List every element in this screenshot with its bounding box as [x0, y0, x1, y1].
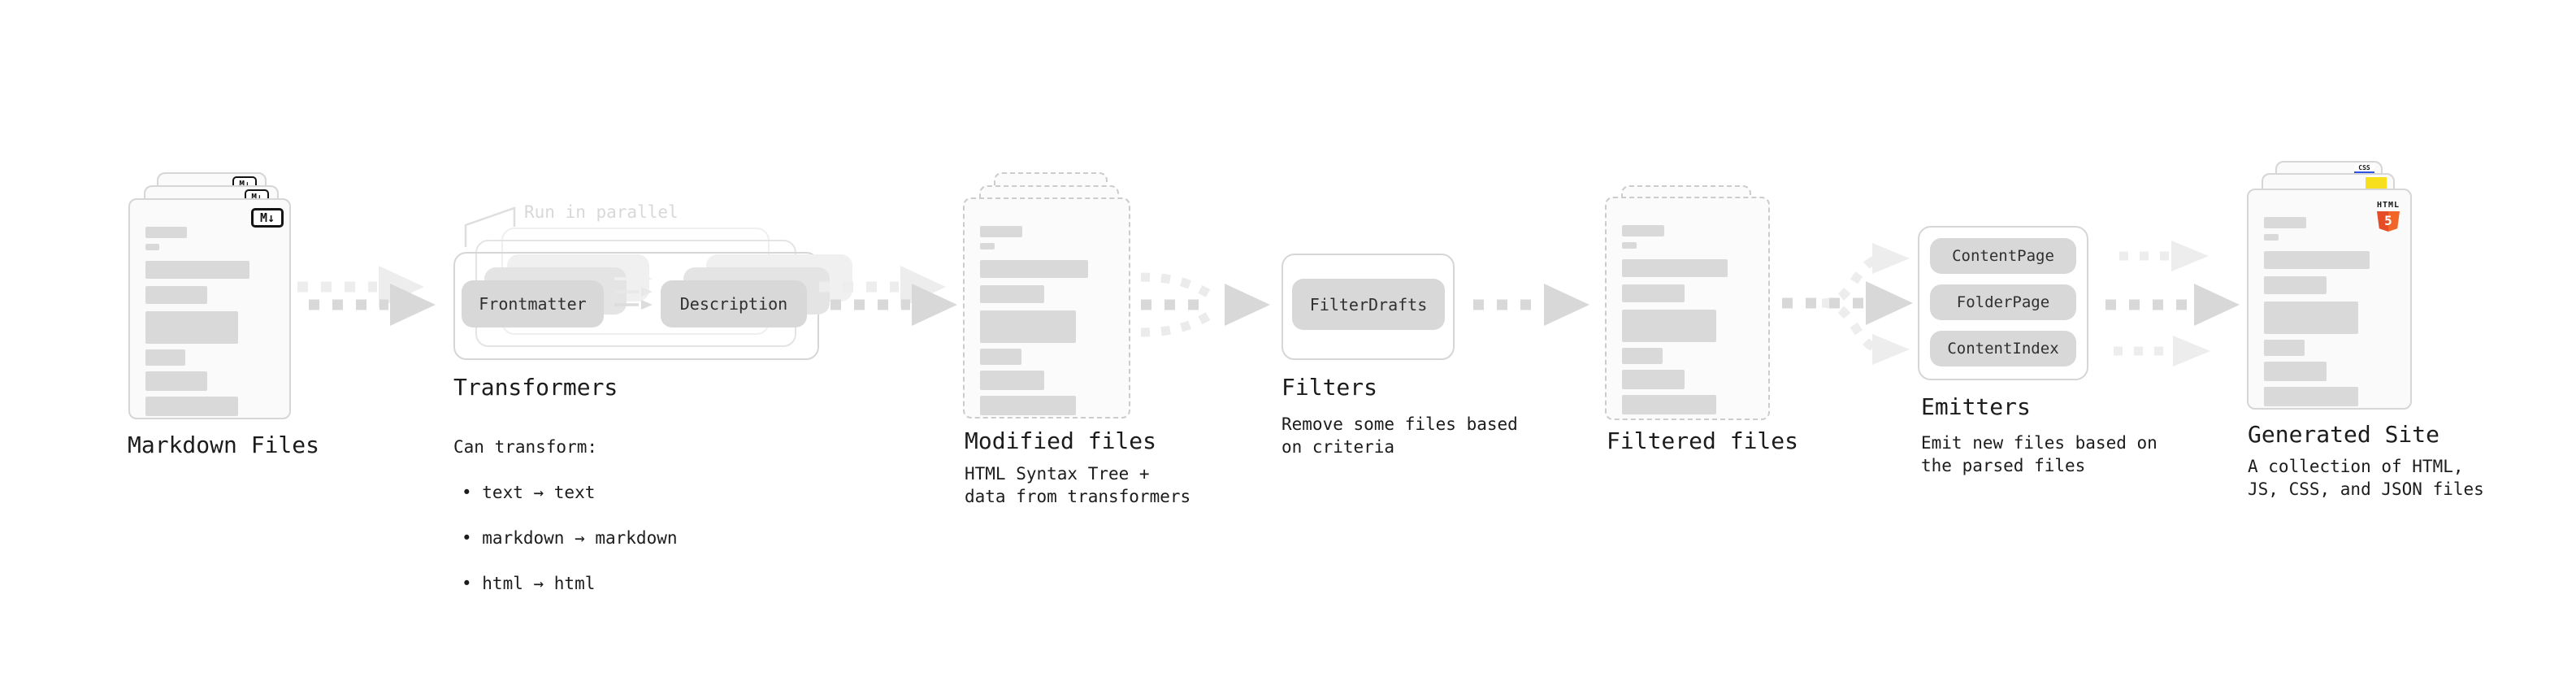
arrow-filters-to-filtered	[1473, 284, 1589, 326]
document-placeholder-lines	[2249, 190, 2410, 406]
emitters-card	[1918, 226, 2088, 380]
document-placeholder-lines	[1607, 198, 1768, 414]
document-card	[1605, 197, 1770, 420]
emitter-step-contentindex: ContentIndex	[1930, 331, 2076, 367]
stage-description: Remove some files based on criteria	[1281, 414, 1518, 457]
arrow-modified-to-filters	[1140, 272, 1270, 337]
parallel-note: Run in parallel	[524, 202, 679, 222]
arrow-markdown-to-transformers	[297, 266, 436, 326]
emitter-step-folderpage: FolderPage	[1930, 284, 2076, 320]
html5-icon-shield: 5	[2377, 211, 2400, 232]
document-card	[963, 197, 1130, 419]
stage-description: HTML Syntax Tree + data from transformer…	[965, 464, 1191, 506]
filter-step-filterdrafts: FilterDrafts	[1292, 279, 1445, 330]
stage-title: Generated Site	[2248, 421, 2440, 448]
js-file-icon	[2366, 177, 2387, 190]
desc-heading: Can transform:	[453, 437, 598, 457]
stage-description: Emit new files based on the parsed files	[1921, 433, 2158, 475]
stage-title: Modified files	[965, 427, 1157, 454]
emitter-step-contentpage: ContentPage	[1930, 238, 2076, 274]
document-card: HTML 5	[2247, 189, 2412, 410]
bullet-item: • text → text	[462, 483, 596, 502]
stage-title: Emitters	[1921, 393, 2031, 420]
arrow-emitters-to-site	[2105, 241, 2240, 367]
bullet-item: • html → html	[462, 574, 596, 593]
html5-icon: HTML 5	[2373, 195, 2404, 232]
markdown-icon: M↓	[251, 208, 284, 228]
arrow-filtered-to-emitters	[1782, 243, 1913, 365]
stage-description: A collection of HTML, JS, CSS, and JSON …	[2248, 457, 2484, 499]
filters-card	[1281, 254, 1455, 360]
stage-title: Transformers	[453, 374, 618, 401]
stage-title: Filtered files	[1607, 427, 1799, 454]
document-card: M↓	[128, 198, 291, 419]
stage-title: Markdown Files	[128, 432, 320, 458]
document-placeholder-lines	[130, 200, 289, 416]
html5-icon-label: HTML	[2376, 201, 2400, 210]
stage-title: Filters	[1281, 374, 1378, 401]
bullet-item: • markdown → markdown	[462, 528, 678, 548]
transformer-step-description: Description	[661, 280, 807, 327]
transformer-step-frontmatter: Frontmatter	[462, 280, 604, 327]
document-placeholder-lines	[965, 199, 1129, 415]
stage-description: Can transform: • text → text • markdown …	[453, 413, 678, 618]
